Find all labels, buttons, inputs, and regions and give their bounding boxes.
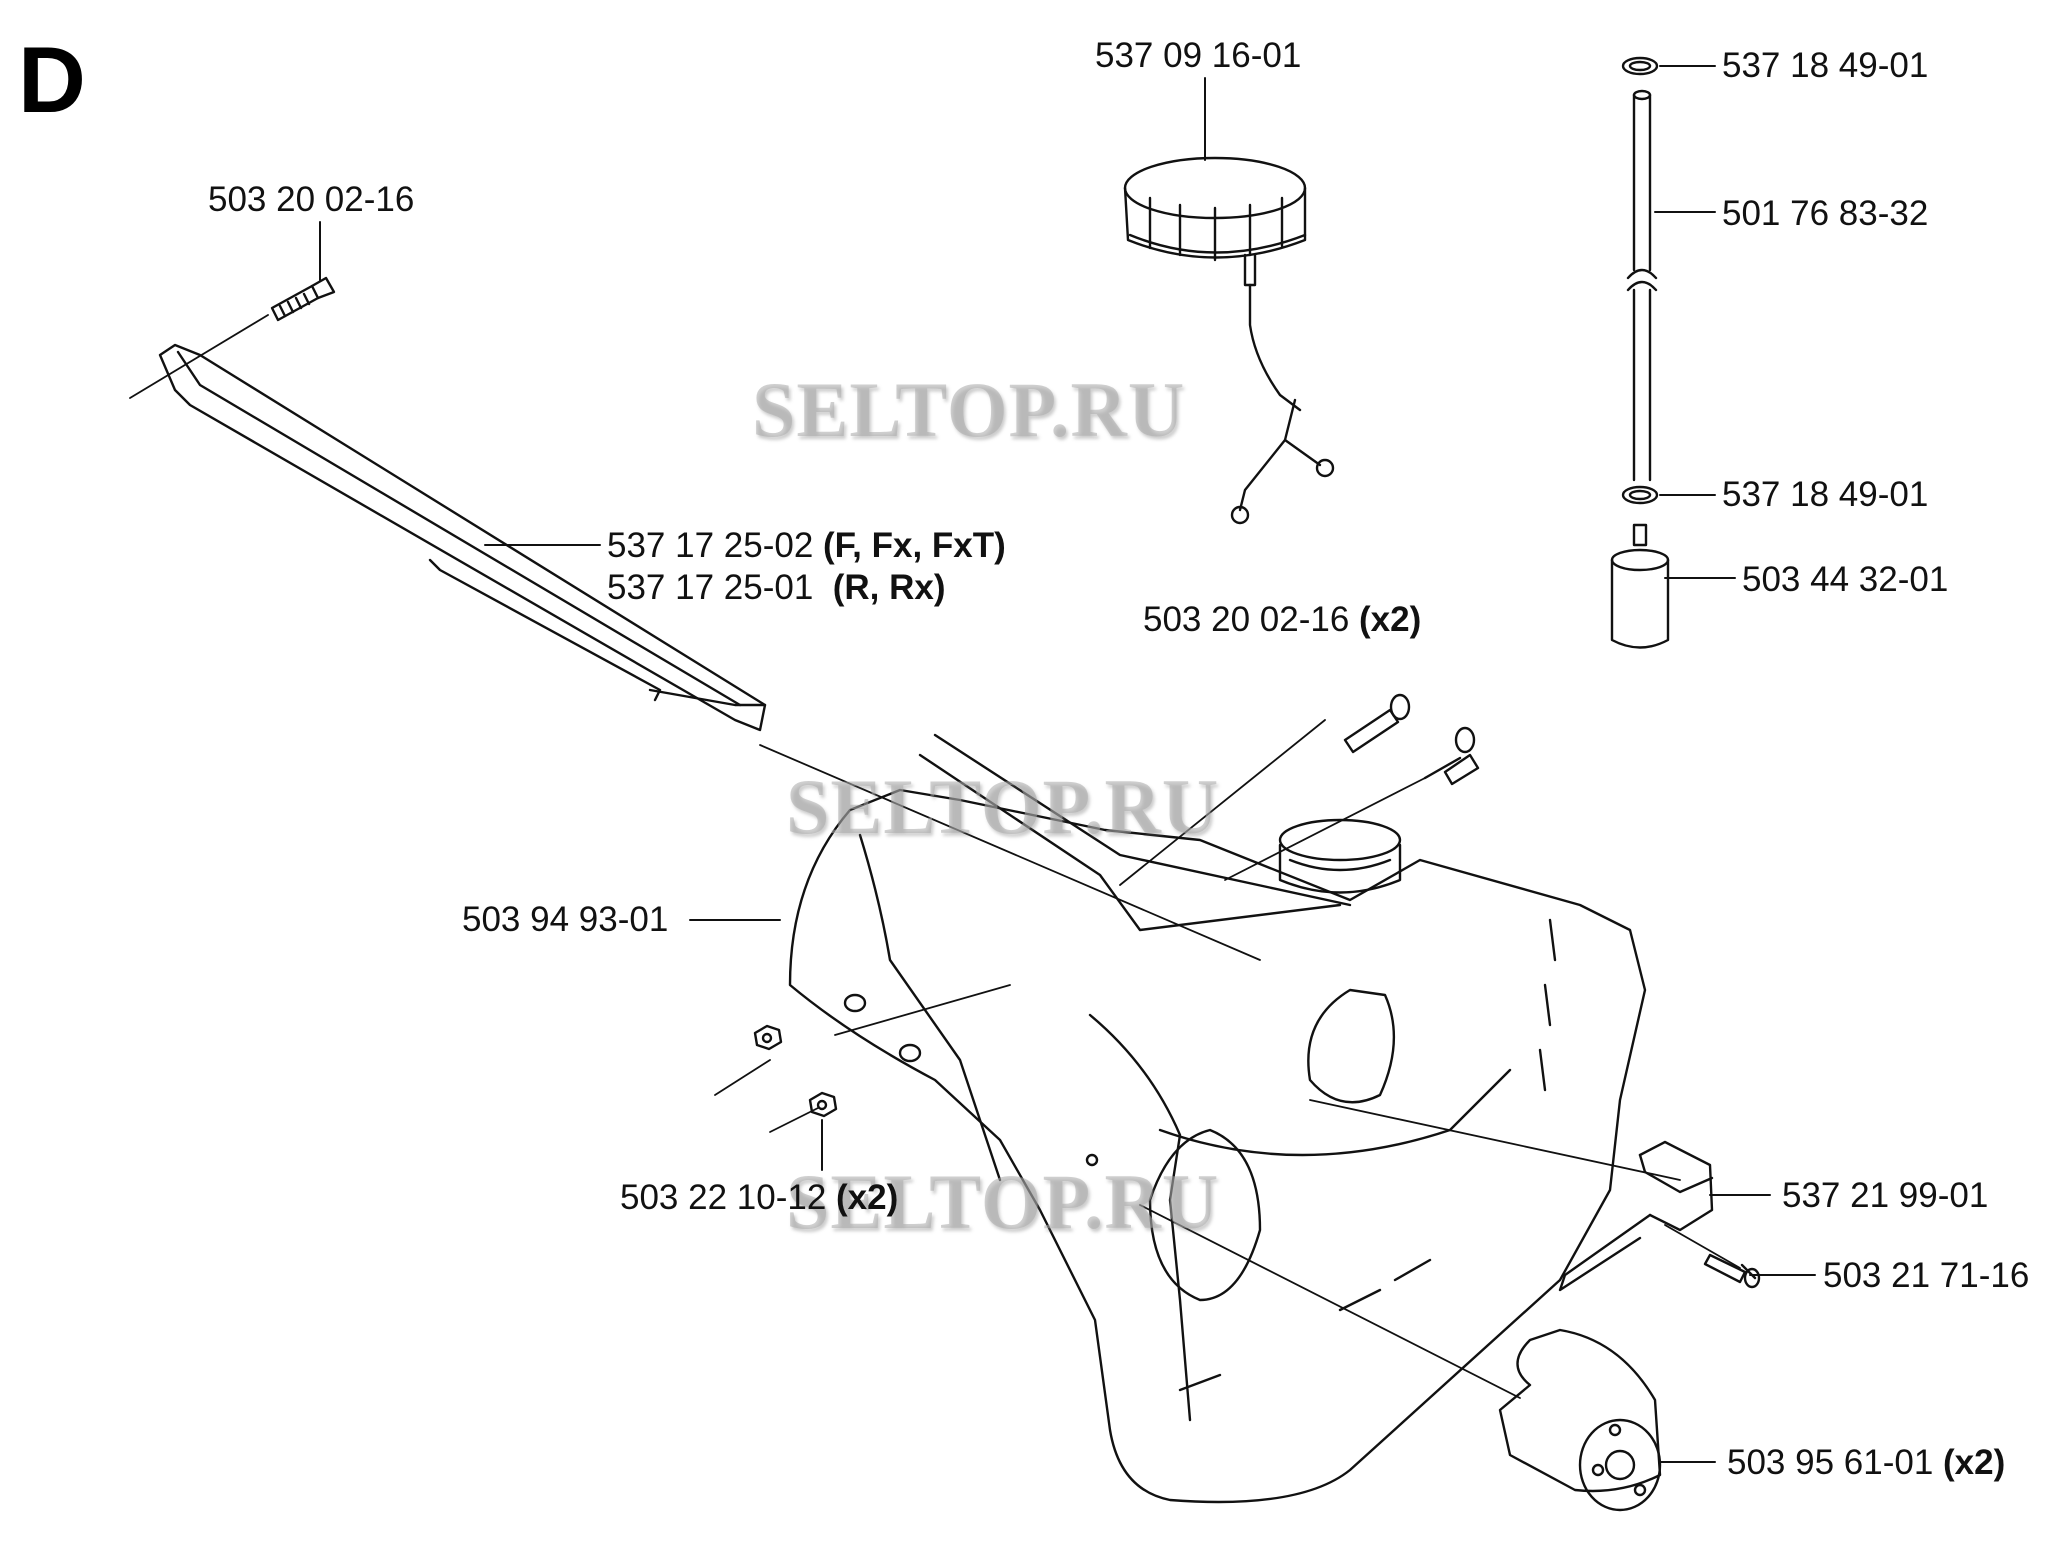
damper — [1498, 1328, 1662, 1512]
bolts-pair — [1343, 693, 1480, 786]
part-label-handle-r: 537 17 25-01 (R, Rx) — [607, 568, 946, 607]
watermark: SELTOP.RU — [752, 366, 1186, 453]
part-label-bolts-pair: 503 20 02-16 (x2) — [1143, 600, 1422, 639]
part-label-seal-lower: 537 18 49-01 — [1722, 475, 1929, 514]
watermark: SELTOP.RU — [786, 1158, 1220, 1245]
bracket — [1558, 1140, 1761, 1292]
fuel-cap — [1123, 156, 1335, 525]
part-label-fuel-filter: 503 44 32-01 — [1742, 560, 1949, 599]
part-label-fuel-cap: 537 09 16-01 — [1095, 36, 1302, 75]
part-label-seal-upper: 537 18 49-01 — [1722, 46, 1929, 85]
assembly-axes — [129, 314, 1741, 1399]
part-label-nuts: 503 22 10-12 (x2) — [620, 1178, 899, 1217]
watermark: SELTOP.RU — [786, 763, 1220, 850]
fuel-line-assembly — [1610, 56, 1670, 649]
part-label-bracket-screw: 503 21 71-16 — [1823, 1256, 2030, 1295]
part-label-bolt-top-left: 503 20 02-16 — [208, 180, 415, 219]
part-label-bracket: 537 21 99-01 — [1782, 1176, 1989, 1215]
part-label-fuel-hose: 501 76 83-32 — [1722, 194, 1929, 233]
fuel-tank — [788, 733, 1647, 1504]
leader-lines — [319, 65, 1816, 1463]
section-letter: D — [18, 27, 86, 132]
part-label-handle-f: 537 17 25-02 (F, Fx, FxT) — [607, 526, 1006, 565]
nuts — [753, 1024, 838, 1118]
handle-tube — [158, 343, 767, 732]
part-label-damper: 503 95 61-01 (x2) — [1727, 1443, 2006, 1482]
part-label-fuel-tank: 503 94 93-01 — [462, 900, 669, 939]
bolt-top-left — [270, 276, 336, 322]
